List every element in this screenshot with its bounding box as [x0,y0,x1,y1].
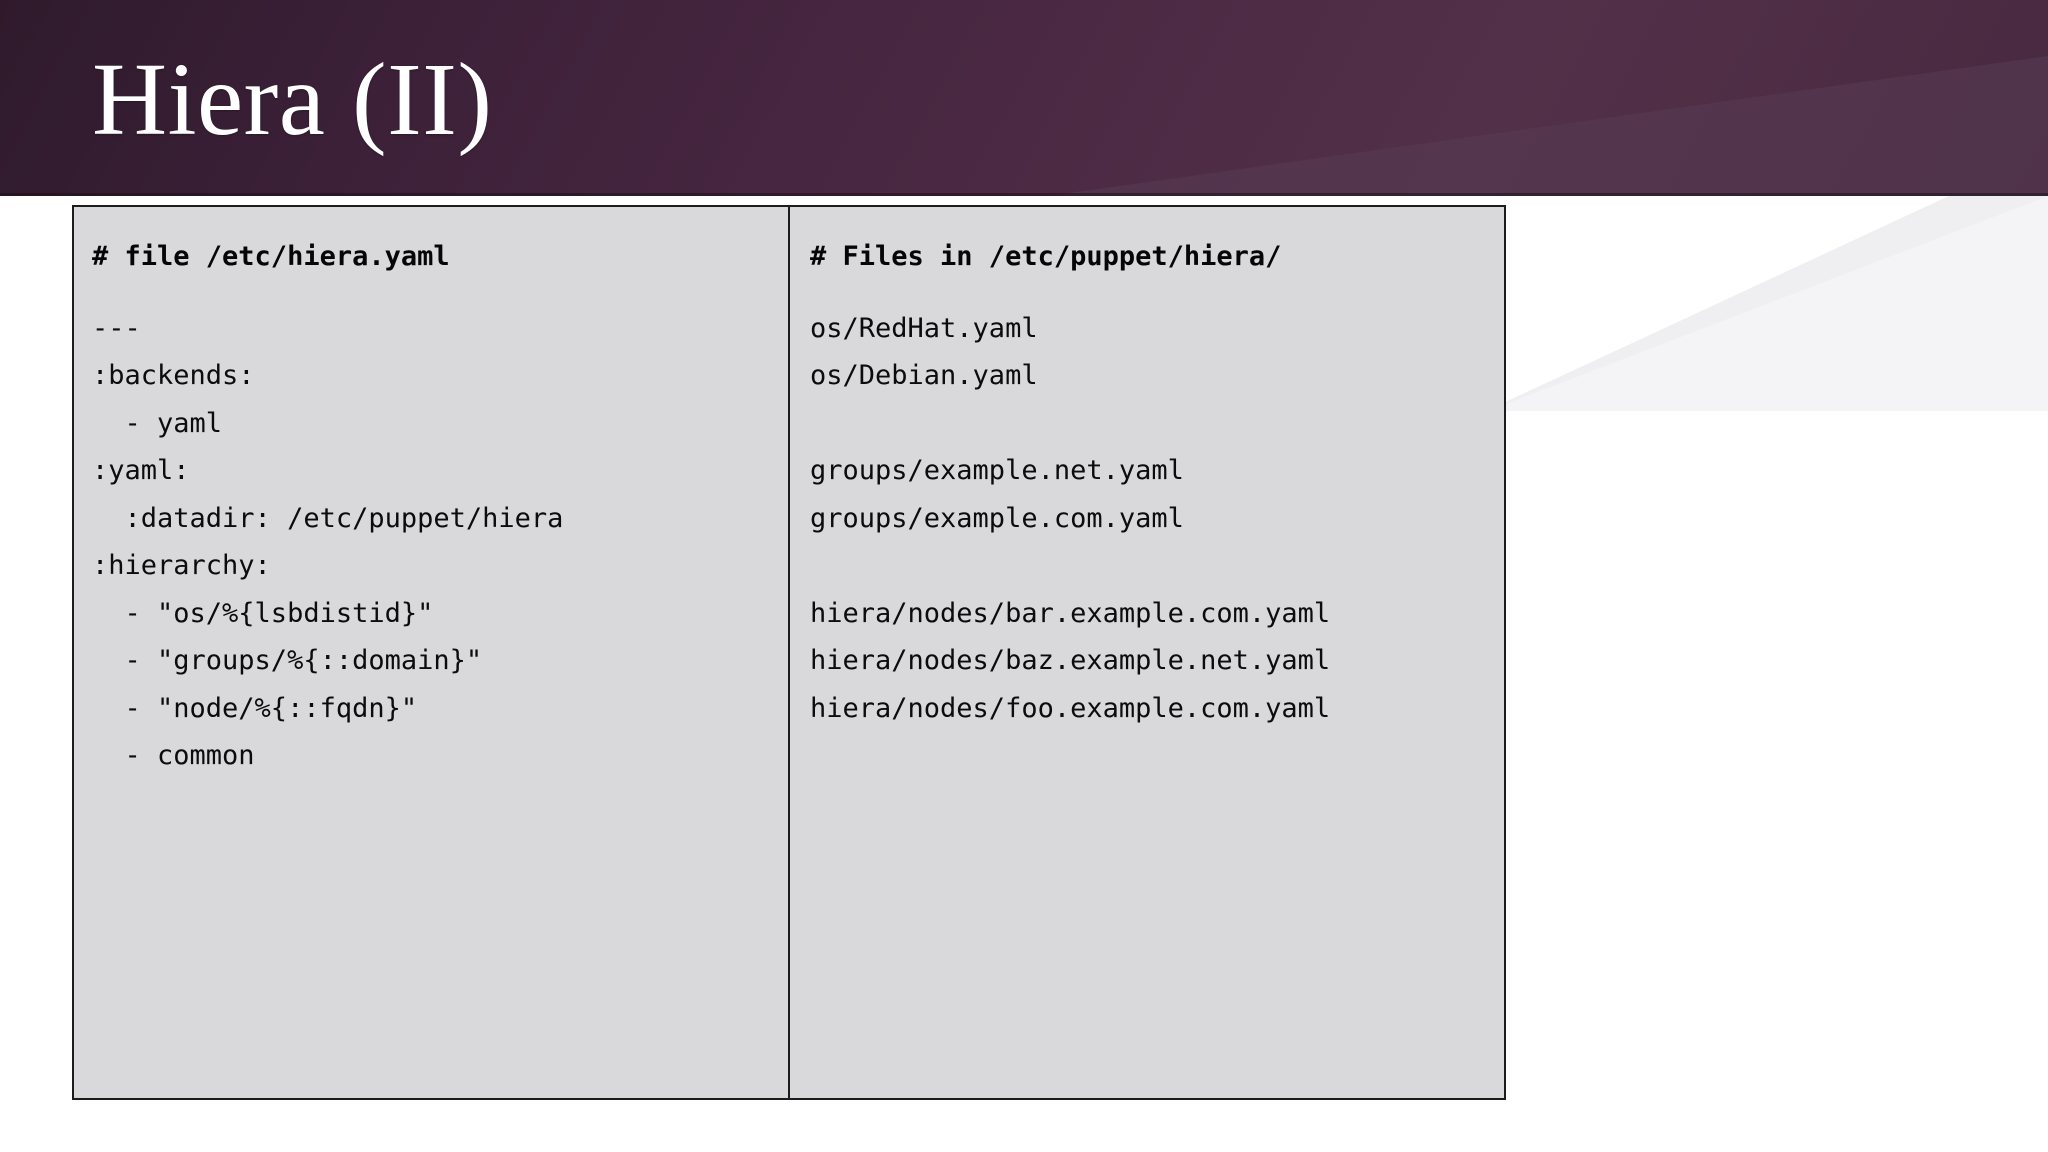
left-code-column: # file /etc/hiera.yaml --- :backends: - … [74,207,790,1098]
slide-header-band [0,0,2048,196]
right-code-body: os/RedHat.yaml os/Debian.yaml groups/exa… [810,312,1331,724]
decorative-wedge-inner [1488,196,2048,411]
right-code-heading: # Files in /etc/puppet/hiera/ [810,241,1282,272]
page-title: Hiera (II) [92,42,493,157]
two-column-content-box: # file /etc/hiera.yaml --- :backends: - … [72,205,1506,1100]
header-diagonal-accent [1048,56,2048,196]
header-bottom-rule [0,193,2048,196]
left-code-body: --- :backends: - yaml :yaml: :datadir: /… [92,312,564,772]
left-code-heading: # file /etc/hiera.yaml [92,241,450,272]
right-code-column: # Files in /etc/puppet/hiera/ os/RedHat.… [790,207,1504,1098]
